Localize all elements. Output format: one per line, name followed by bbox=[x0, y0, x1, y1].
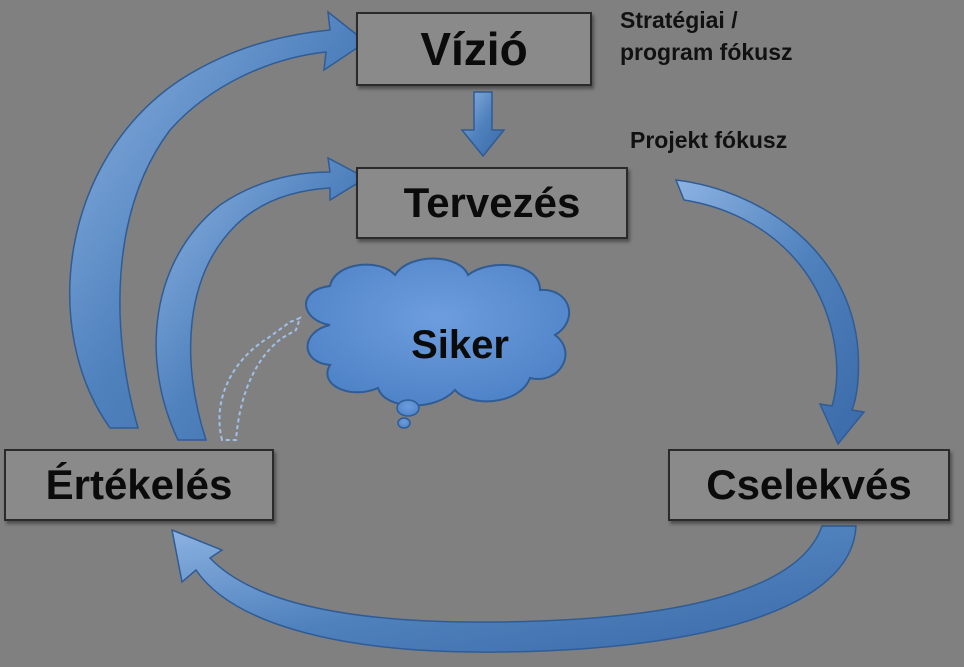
arrow-cselekves-to-ertekeles bbox=[171, 525, 857, 653]
box-tervezes-label: Tervezés bbox=[403, 179, 581, 226]
note-strategiai-line2: program fókusz bbox=[620, 39, 793, 65]
box-vizio-label: Vízió bbox=[420, 23, 528, 75]
note-strategiai-line1: Stratégiai / bbox=[620, 7, 738, 33]
note-projekt-fokusz: Projekt fókusz bbox=[630, 127, 788, 153]
box-vizio: Vízió bbox=[356, 12, 592, 86]
note-strategiai-fokusz: Stratégiai / program fókusz bbox=[620, 4, 920, 68]
arrow-ertekeles-to-vizio bbox=[68, 10, 368, 429]
box-tervezes: Tervezés bbox=[356, 167, 628, 239]
arrow-vizio-to-tervezes bbox=[460, 91, 506, 158]
arrow-tervezes-to-cselekves bbox=[674, 179, 866, 446]
box-cselekves-label: Cselekvés bbox=[706, 461, 912, 508]
siker-cloud bbox=[305, 257, 571, 429]
box-cselekves: Cselekvés bbox=[668, 449, 950, 521]
box-ertekeles-label: Értékelés bbox=[45, 461, 233, 508]
dashed-thought-arrow bbox=[218, 316, 302, 441]
siker-label: Siker bbox=[411, 323, 509, 367]
box-ertekeles: Értékelés bbox=[4, 449, 274, 521]
